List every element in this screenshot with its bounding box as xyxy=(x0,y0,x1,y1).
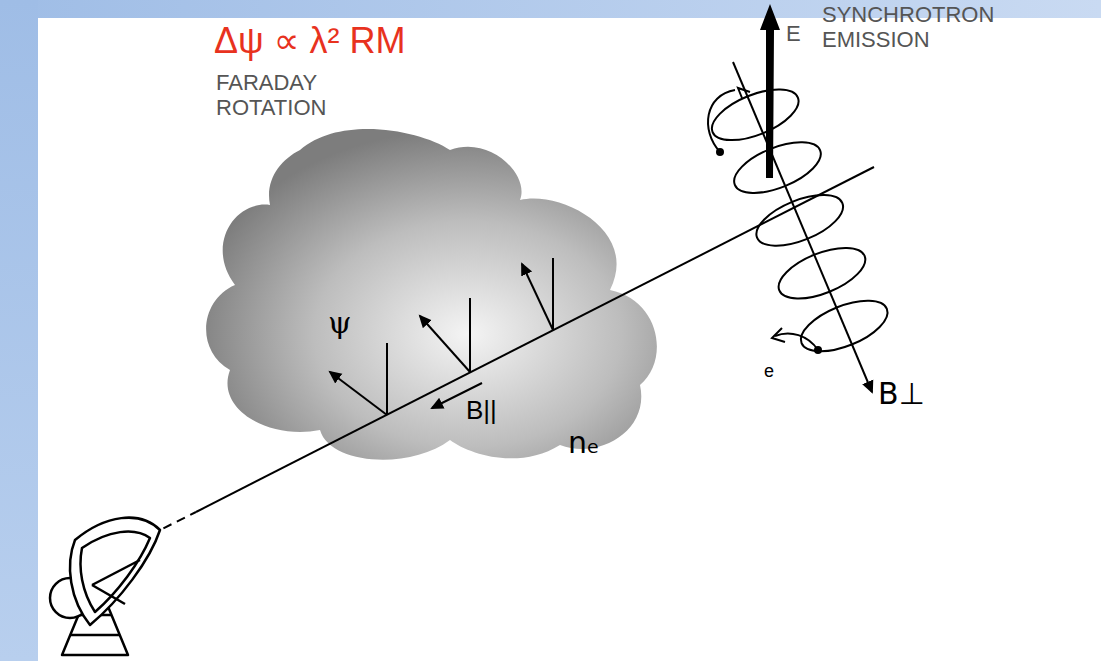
e-field-label: E xyxy=(786,22,801,45)
helix-loop xyxy=(794,290,894,362)
helix-loop xyxy=(750,185,850,257)
helix-loop xyxy=(772,237,872,309)
electron-path-head xyxy=(738,88,750,98)
electron-path-head xyxy=(772,328,785,342)
plasma-cloud xyxy=(206,129,657,460)
electron-density-label: nₑ xyxy=(568,427,600,459)
faraday-caption: FARADAY ROTATION xyxy=(216,70,366,121)
electron-path xyxy=(708,90,735,152)
radio-telescope xyxy=(50,518,160,655)
b-parallel-label: B|| xyxy=(466,397,497,424)
line-of-sight xyxy=(196,167,874,512)
synchrotron-caption: SYNCHROTRON EMISSION xyxy=(822,2,972,53)
polarization-vectors xyxy=(330,258,553,415)
helix-loop xyxy=(727,132,827,204)
plasma-cloud-region: ψB|| nₑ xyxy=(200,125,680,475)
b-perp-label: B⊥ xyxy=(878,378,925,410)
electron-helix xyxy=(705,79,894,362)
angle-symbol: ψ xyxy=(328,307,352,339)
helix-loop xyxy=(705,79,805,151)
b-perp-axis xyxy=(733,62,872,392)
electron-label: e xyxy=(764,362,774,381)
faraday-formula: Δψ ∝ λ² RM xyxy=(214,22,405,60)
